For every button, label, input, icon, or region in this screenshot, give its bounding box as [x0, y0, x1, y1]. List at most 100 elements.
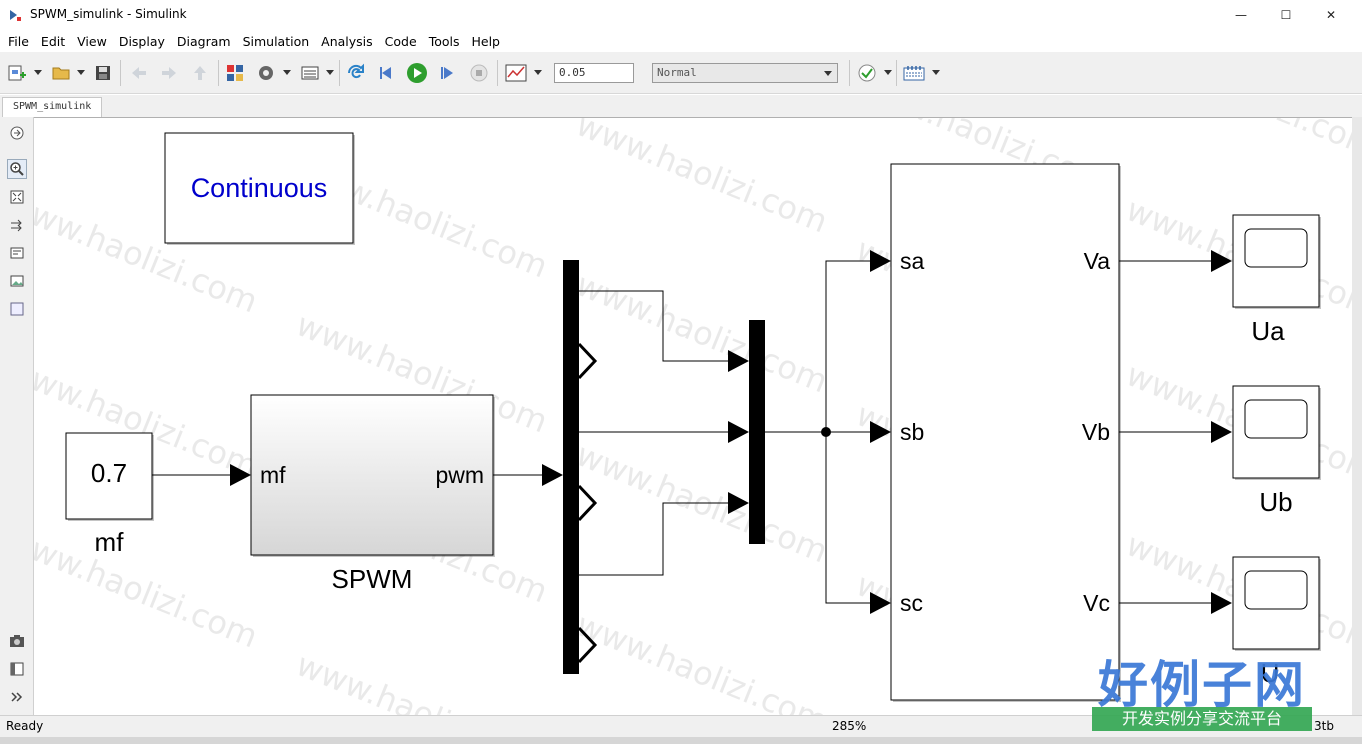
signal-line[interactable]	[579, 290, 728, 362]
spwm-input-port-label: mf	[260, 462, 286, 488]
model-browser-button[interactable]	[7, 659, 27, 679]
inverter-input-sa: sa	[900, 248, 925, 274]
inverter-subsystem-block[interactable]: sa sb sc Va Vb Vc	[890, 163, 1121, 702]
zoom-button[interactable]	[7, 159, 27, 179]
demux-block[interactable]	[563, 260, 579, 674]
open-dropdown[interactable]	[77, 70, 85, 75]
close-button[interactable]: ✕	[1308, 0, 1354, 30]
signal-arrow	[728, 421, 749, 443]
gear-icon	[259, 66, 273, 80]
taskbar-edge	[0, 737, 1362, 744]
back-button[interactable]	[128, 62, 150, 84]
area-button[interactable]	[7, 299, 27, 319]
scope-name-ub: Ub	[1259, 487, 1292, 517]
build-dropdown[interactable]	[932, 70, 940, 75]
menu-view[interactable]: View	[77, 33, 107, 49]
spwm-subsystem-block[interactable]: mf pwm	[250, 394, 495, 557]
model-config-dropdown[interactable]	[283, 70, 291, 75]
inverter-output-vb: Vb	[1082, 419, 1110, 445]
inverter-output-vc: Vc	[1083, 590, 1110, 616]
stop-icon	[470, 64, 488, 82]
stop-button[interactable]	[468, 62, 490, 84]
scope-block-uc[interactable]	[1232, 556, 1321, 651]
image-button[interactable]	[7, 271, 27, 291]
demux-port-chevron	[577, 484, 598, 522]
snapshot-button[interactable]	[7, 631, 27, 651]
model-advisor-dropdown[interactable]	[884, 70, 892, 75]
save-icon	[96, 66, 110, 80]
new-model-button[interactable]	[6, 62, 28, 84]
signal-chart-icon	[505, 64, 527, 82]
open-folder-icon	[52, 67, 70, 80]
model-browser-icon	[10, 662, 24, 676]
mux-block[interactable]	[749, 320, 765, 544]
menu-file[interactable]: File	[8, 33, 29, 49]
menu-simulation[interactable]: Simulation	[242, 33, 310, 49]
zoom-icon	[10, 162, 24, 176]
hide-browser-button[interactable]	[7, 123, 27, 143]
menu-display[interactable]: Display	[118, 33, 165, 49]
maximize-button[interactable]: ☐	[1263, 0, 1309, 30]
model-explorer-dropdown[interactable]	[326, 70, 334, 75]
status-text: Ready	[6, 719, 44, 733]
tab-spwm-simulink[interactable]: SPWM_simulink	[2, 97, 103, 117]
annotation-button[interactable]	[7, 243, 27, 263]
menu-tools[interactable]: Tools	[428, 33, 460, 49]
new-model-dropdown[interactable]	[34, 70, 42, 75]
build-grid-icon	[903, 66, 925, 81]
update-diagram-button[interactable]	[345, 62, 367, 84]
signal-line[interactable]	[825, 432, 870, 604]
constant-block[interactable]: 0.7	[65, 432, 154, 521]
data-inspector-button[interactable]	[505, 62, 527, 84]
signal-arrow	[230, 464, 251, 486]
forward-button[interactable]	[158, 62, 180, 84]
spwm-output-port-label: pwm	[435, 462, 484, 488]
solver-indicator[interactable]: 3tb	[1314, 719, 1334, 733]
menu-diagram[interactable]: Diagram	[176, 33, 231, 49]
signal-arrow	[728, 350, 749, 372]
model-config-button[interactable]	[255, 62, 277, 84]
expand-palette-button[interactable]	[7, 687, 27, 707]
step-back-button[interactable]	[376, 62, 398, 84]
library-browser-icon	[227, 65, 243, 81]
signal-arrow	[542, 464, 563, 486]
continuous-label: Continuous	[191, 173, 328, 203]
signal-line[interactable]	[579, 502, 728, 576]
step-forward-button[interactable]	[437, 62, 459, 84]
scope-screen-icon	[1244, 228, 1308, 268]
model-advisor-button[interactable]	[856, 62, 878, 84]
scope-block-ub[interactable]	[1232, 385, 1321, 480]
run-button[interactable]	[406, 62, 428, 84]
fit-to-view-button[interactable]	[7, 187, 27, 207]
watermark-text: www.haolizi.com	[291, 645, 553, 715]
play-icon	[407, 63, 427, 83]
signal-arrow	[1211, 421, 1232, 443]
menu-code[interactable]: Code	[384, 33, 417, 49]
data-inspector-dropdown[interactable]	[534, 70, 542, 75]
scope-block-ua[interactable]	[1232, 214, 1321, 309]
menu-analysis[interactable]: Analysis	[321, 33, 373, 49]
left-palette	[0, 117, 34, 715]
simulink-app-icon	[10, 10, 21, 21]
minimize-button[interactable]: —	[1218, 0, 1264, 30]
toolbar-separator	[339, 60, 340, 86]
menu-help[interactable]: Help	[471, 33, 500, 49]
save-button[interactable]	[92, 62, 114, 84]
checkmark-icon	[858, 64, 876, 82]
stop-time-input[interactable]: 0.05	[554, 63, 634, 83]
library-browser-button[interactable]	[224, 62, 246, 84]
watermark-text: www.haolizi.com	[1121, 118, 1352, 166]
signal-routing-button[interactable]	[7, 215, 27, 235]
signal-line[interactable]	[825, 260, 870, 432]
simulation-mode-select[interactable]: Normal	[652, 63, 838, 83]
vertical-scrollbar[interactable]	[1352, 117, 1362, 715]
open-button[interactable]	[50, 62, 72, 84]
model-explorer-button[interactable]	[299, 62, 321, 84]
menu-edit[interactable]: Edit	[40, 33, 66, 49]
model-canvas[interactable]: www.haolizi.com www.haolizi.com www.haol…	[34, 117, 1352, 715]
minimize-icon: —	[1235, 8, 1247, 22]
build-button[interactable]	[903, 62, 925, 84]
up-button[interactable]	[189, 62, 211, 84]
powergui-continuous-block[interactable]: Continuous	[164, 132, 355, 245]
toolbar-separator	[896, 60, 897, 86]
